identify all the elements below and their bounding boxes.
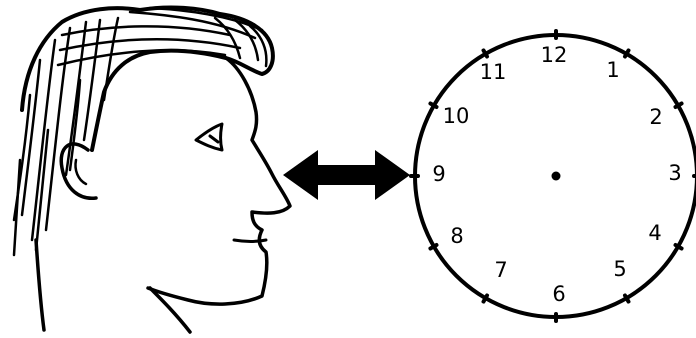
face-profile-outline (148, 58, 290, 304)
clock-face-icon: 12 1 2 3 4 5 6 7 8 9 10 11 (411, 31, 696, 321)
clock-numeral-9: 9 (432, 162, 445, 186)
double-headed-arrow-icon (283, 150, 410, 200)
clock-numeral-5: 5 (613, 257, 626, 281)
clock-numeral-1: 1 (606, 58, 619, 82)
clock-numeral-7: 7 (494, 258, 507, 282)
clock-numeral-3: 3 (668, 161, 681, 185)
clock-numeral-2: 2 (649, 105, 662, 129)
head-profile-sketch-icon (14, 7, 290, 332)
clock-numeral-6: 6 (552, 282, 565, 306)
clock-numeral-12: 12 (541, 43, 568, 67)
clock-center-dot (552, 172, 561, 181)
clock-numeral-11: 11 (480, 60, 507, 84)
clock-numeral-4: 4 (648, 221, 661, 245)
clock-numeral-8: 8 (450, 224, 463, 248)
neck-back-outline (36, 240, 44, 330)
clock-numeral-10: 10 (443, 104, 470, 128)
hair-strands (14, 8, 266, 255)
